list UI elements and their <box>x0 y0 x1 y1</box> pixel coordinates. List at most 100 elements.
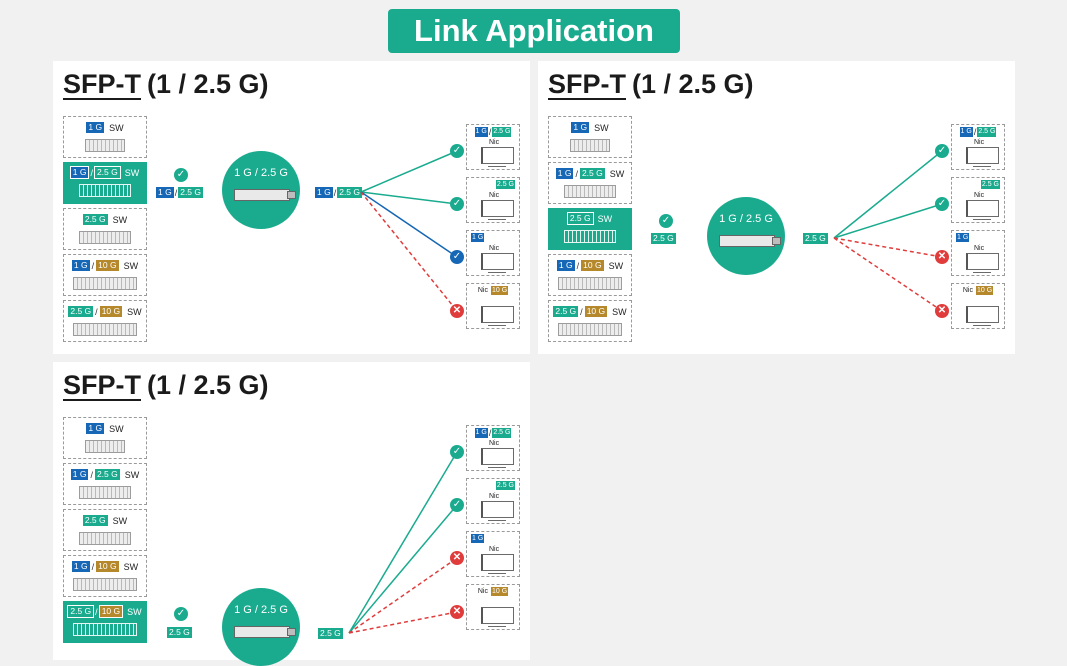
sfp-module-icon <box>234 626 296 638</box>
link-line-nic-1 <box>833 150 943 239</box>
nic-icon <box>966 200 999 220</box>
nic-card-1g-2-5g: 1 G/2.5 G Nic <box>951 124 1005 170</box>
link-line-nic-4 <box>360 191 458 312</box>
nic-icon <box>481 607 514 627</box>
link-line-nic-3 <box>348 557 458 634</box>
check-icon: ✓ <box>174 168 188 182</box>
check-icon: ✓ <box>450 250 464 264</box>
switch-icon <box>558 323 622 336</box>
check-icon: ✓ <box>174 607 188 621</box>
nic-icon <box>481 306 514 326</box>
nic-icon <box>481 554 514 574</box>
switch-icon <box>73 277 137 290</box>
switch-icon <box>564 230 616 243</box>
nic-icon <box>481 253 514 273</box>
panel-title: SFP-T(1 / 2.5 G) <box>63 69 269 99</box>
link-line-nic-3 <box>360 191 458 258</box>
switch-icon <box>73 578 137 591</box>
check-icon: ✓ <box>659 214 673 228</box>
switch-icon <box>79 486 131 499</box>
link-line-nic-3 <box>833 237 943 258</box>
sfp-module-circle: 1 G / 2.5 G <box>222 588 300 666</box>
link-line-nic-2 <box>360 191 458 205</box>
connection-lines <box>833 150 943 312</box>
nic-card-2-5g: 2.5 G Nic <box>466 478 520 524</box>
sfp-module-circle: 1 G / 2.5 G <box>222 151 300 229</box>
nic-icon <box>966 147 999 167</box>
switch-icon <box>85 139 125 152</box>
link-line-nic-1 <box>348 451 458 634</box>
link-line-nic-4 <box>833 237 943 312</box>
check-icon: ✓ <box>935 197 949 211</box>
nic-icon <box>481 501 514 521</box>
switch-icon <box>564 185 616 198</box>
connection-lines <box>360 150 458 312</box>
link-line-nic-2 <box>833 203 943 239</box>
switch-icon <box>558 277 622 290</box>
panel-title: SFP-T(1 / 2.5 G) <box>548 69 754 99</box>
switch-icon <box>73 323 137 336</box>
close-icon: ✕ <box>935 304 949 318</box>
nic-card-1g: 1 G Nic <box>466 531 520 577</box>
page-title-banner: Link Application <box>388 9 680 53</box>
nic-icon <box>966 253 999 273</box>
switch-link-speed: 2.5 G <box>167 627 192 638</box>
check-icon: ✓ <box>935 144 949 158</box>
link-line-nic-1 <box>360 150 458 193</box>
nic-card-1g: 1 G Nic <box>951 230 1005 276</box>
nic-card-2-5g: 2.5 G Nic <box>951 177 1005 223</box>
nic-icon <box>966 306 999 326</box>
switch-link-speed: 1 G/2.5 G <box>156 187 204 198</box>
nic-link-speed: 2.5 G <box>803 233 828 244</box>
check-icon: ✓ <box>450 445 464 459</box>
nic-link-speed: 1 G/2.5 G <box>315 187 363 198</box>
switch-icon <box>79 184 131 197</box>
close-icon: ✕ <box>935 250 949 264</box>
close-icon: ✕ <box>450 551 464 565</box>
nic-card-1g-2-5g: 1 G/2.5 G Nic <box>466 425 520 471</box>
close-icon: ✕ <box>450 605 464 619</box>
sfp-module-circle: 1 G / 2.5 G <box>707 197 785 275</box>
nic-card-1g-2-5g: 1 G/2.5 G Nic <box>466 124 520 170</box>
close-icon: ✕ <box>450 304 464 318</box>
switch-icon <box>570 139 610 152</box>
link-line-nic-2 <box>348 504 458 634</box>
check-icon: ✓ <box>450 498 464 512</box>
nic-link-speed: 2.5 G <box>318 628 343 639</box>
switch-icon <box>73 623 137 636</box>
sfp-module-icon <box>719 235 781 247</box>
switch-icon <box>85 440 125 453</box>
nic-card-2-5g: 2.5 G Nic <box>466 177 520 223</box>
switch-link-speed: 2.5 G <box>651 233 676 244</box>
switch-icon <box>79 231 131 244</box>
link-line-nic-4 <box>348 611 458 634</box>
connection-lines <box>348 451 458 634</box>
panel-title: SFP-T(1 / 2.5 G) <box>63 370 269 400</box>
nic-card-1g: 1 G Nic <box>466 230 520 276</box>
sfp-module-icon <box>234 189 296 201</box>
nic-icon <box>481 448 514 468</box>
nic-icon <box>481 147 514 167</box>
switch-icon <box>79 532 131 545</box>
nic-icon <box>481 200 514 220</box>
check-icon: ✓ <box>450 197 464 211</box>
